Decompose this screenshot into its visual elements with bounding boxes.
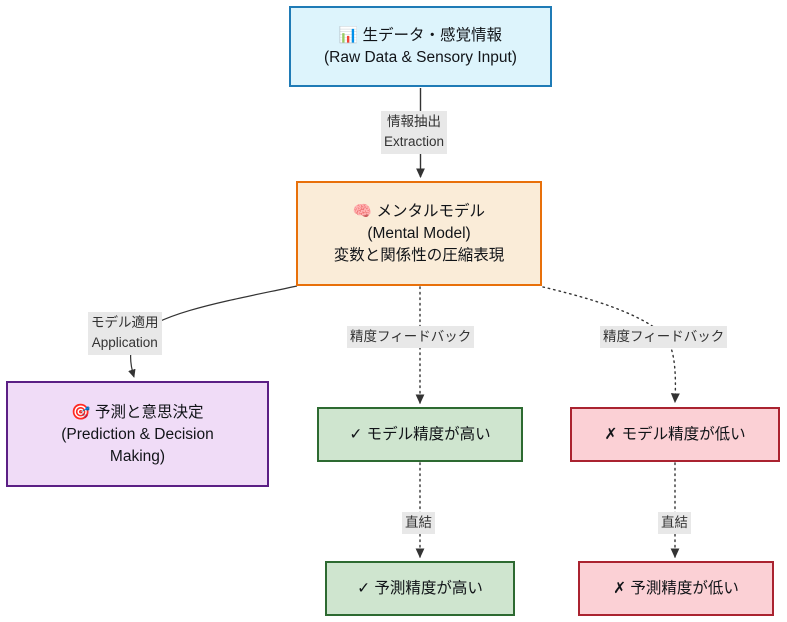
edge-label-feedback-right-text: 精度フィードバック bbox=[603, 329, 725, 344]
raw-data-title-ja: 生データ・感覚情報 bbox=[362, 27, 503, 44]
mental-model-node[interactable]: 🧠 メンタルモデル (Mental Model) 変数と関係性の圧縮表現 bbox=[296, 181, 542, 286]
edge-label-extraction-ja: 情報抽出 bbox=[387, 114, 442, 129]
prediction-accuracy-high-node[interactable]: ✓ 予測精度が高い bbox=[325, 561, 515, 616]
edge-label-feedback-left: 精度フィードバック bbox=[347, 326, 475, 349]
model-accuracy-high-line: ✓ モデル精度が高い bbox=[327, 424, 513, 446]
edge-label-application: モデル適用 Application bbox=[88, 312, 162, 355]
prediction-accuracy-low-line: ✗ 予測精度が低い bbox=[588, 578, 764, 600]
raw-data-title-en: (Raw Data & Sensory Input) bbox=[324, 49, 517, 66]
prediction-line-1: 🎯 予測と意思決定 bbox=[16, 401, 259, 424]
edge-label-direct-left-text: 直結 bbox=[405, 515, 432, 530]
prediction-accuracy-low-label: 予測精度が低い bbox=[630, 579, 739, 597]
target-icon: 🎯 bbox=[71, 402, 91, 421]
bar-chart-icon: 📊 bbox=[338, 26, 359, 44]
raw-data-line-1: 📊 生データ・感覚情報 bbox=[299, 24, 542, 47]
edge-label-direct-right: 直結 bbox=[658, 512, 691, 535]
check-icon: ✓ bbox=[357, 579, 371, 597]
edge-label-application-en: Application bbox=[91, 335, 158, 351]
model-accuracy-low-node[interactable]: ✗ モデル精度が低い bbox=[570, 407, 780, 462]
mental-model-line-1: 🧠 メンタルモデル bbox=[306, 200, 532, 223]
edge-label-feedback-right: 精度フィードバック bbox=[600, 326, 728, 349]
edge-label-application-ja: モデル適用 bbox=[91, 315, 159, 330]
prediction-accuracy-high-label: 予測精度が高い bbox=[374, 579, 483, 597]
edge-label-extraction-en: Extraction bbox=[384, 134, 445, 150]
cross-icon: ✗ bbox=[604, 425, 618, 443]
raw-data-node[interactable]: 📊 生データ・感覚情報 (Raw Data & Sensory Input) bbox=[289, 6, 552, 87]
prediction-accuracy-high-line: ✓ 予測精度が高い bbox=[335, 578, 505, 600]
model-accuracy-high-node[interactable]: ✓ モデル精度が高い bbox=[317, 407, 523, 462]
brain-icon: 🧠 bbox=[352, 202, 373, 220]
model-accuracy-high-label: モデル精度が高い bbox=[366, 425, 491, 443]
check-icon: ✓ bbox=[349, 425, 363, 443]
cross-icon: ✗ bbox=[613, 579, 627, 597]
prediction-accuracy-low-node[interactable]: ✗ 予測精度が低い bbox=[578, 561, 774, 616]
prediction-title-ja: 予測と意思決定 bbox=[95, 403, 204, 421]
edge-label-extraction: 情報抽出 Extraction bbox=[381, 111, 448, 154]
prediction-decision-node[interactable]: 🎯 予測と意思決定 (Prediction & Decision Making) bbox=[6, 381, 269, 487]
edge-label-feedback-left-text: 精度フィードバック bbox=[350, 329, 472, 344]
model-accuracy-low-line: ✗ モデル精度が低い bbox=[580, 424, 770, 446]
model-accuracy-low-label: モデル精度が低い bbox=[621, 425, 746, 443]
mental-model-title-en: (Mental Model) bbox=[367, 225, 471, 242]
prediction-title-en-1: (Prediction & Decision bbox=[61, 425, 214, 443]
edge-label-direct-right-text: 直結 bbox=[661, 515, 688, 530]
mental-model-title-ja: メンタルモデル bbox=[376, 203, 486, 220]
edge-label-direct-left: 直結 bbox=[402, 512, 435, 535]
mental-model-subtitle: 変数と関係性の圧縮表現 bbox=[333, 247, 505, 264]
prediction-title-en-2: Making) bbox=[109, 447, 166, 465]
